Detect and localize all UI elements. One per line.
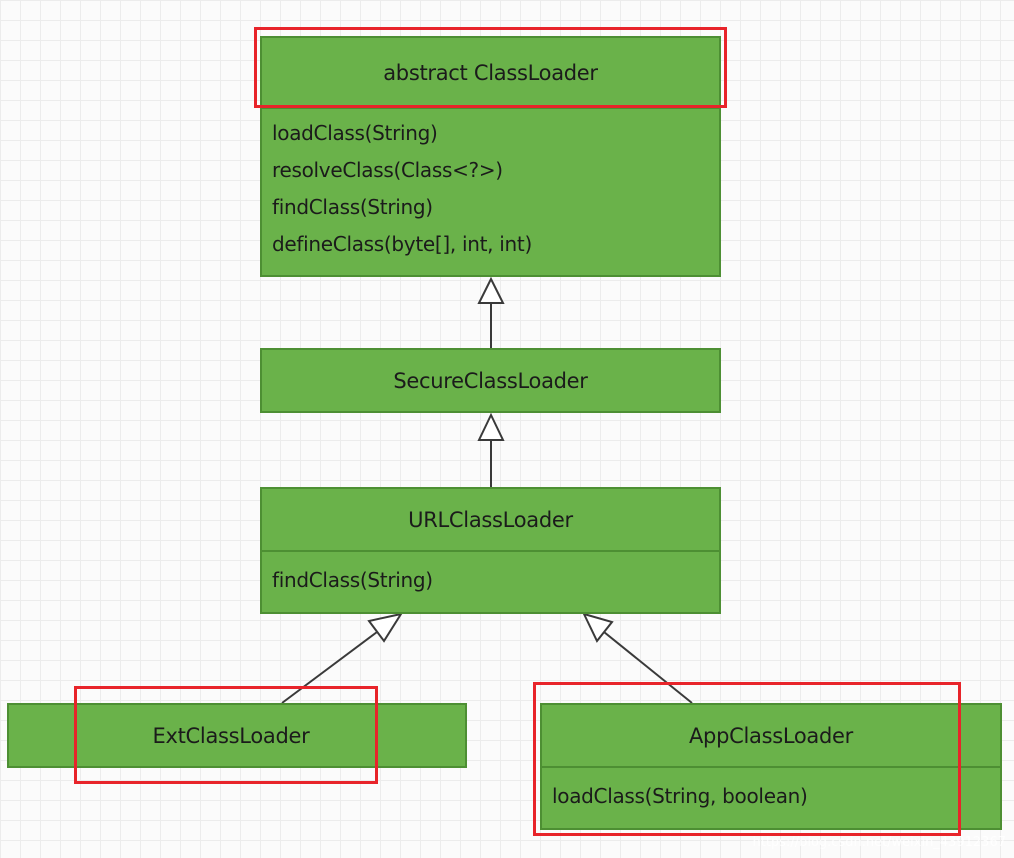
class-name-secure: SecureClassLoader (393, 368, 588, 393)
class-methods-app: loadClass(String, boolean) (542, 766, 1000, 815)
inheritance-arrowhead (477, 412, 505, 441)
inheritance-arrowhead (582, 612, 614, 643)
inheritance-arrowhead (367, 612, 404, 643)
watermark-text: https://blog.csdn.net/weixin_43912367 (752, 835, 1006, 850)
connector-ext-to-url (281, 631, 378, 704)
class-name-app: AppClassLoader (688, 723, 853, 748)
class-name-url: URLClassLoader (408, 507, 573, 532)
highlight-classloader-title (254, 27, 727, 108)
class-box-ext: ExtClassLoader (7, 703, 467, 768)
method-item: findClass(String) (272, 568, 433, 592)
inheritance-arrowhead (477, 276, 505, 304)
method-item: loadClass(String) (272, 121, 438, 145)
class-name-ext: ExtClassLoader (152, 723, 310, 748)
class-name-classloader: abstract ClassLoader (383, 60, 598, 85)
highlight-ext-classloader (74, 686, 378, 784)
method-item: loadClass(String, boolean) (552, 784, 808, 808)
connector-app-to-url (603, 631, 693, 704)
highlight-app-classloader (533, 682, 961, 836)
class-methods-classloader: loadClass(String) resolveClass(Class<?>)… (262, 107, 719, 263)
class-box-app: AppClassLoader loadClass(String, boolean… (540, 703, 1002, 830)
method-item: findClass(String) (272, 195, 433, 219)
class-box-classloader: abstract ClassLoader loadClass(String) r… (260, 36, 721, 277)
class-box-url: URLClassLoader findClass(String) (260, 487, 721, 614)
class-box-secure: SecureClassLoader (260, 348, 721, 413)
method-item: defineClass(byte[], int, int) (272, 232, 532, 256)
class-methods-url: findClass(String) (262, 550, 719, 599)
method-item: resolveClass(Class<?>) (272, 158, 503, 182)
